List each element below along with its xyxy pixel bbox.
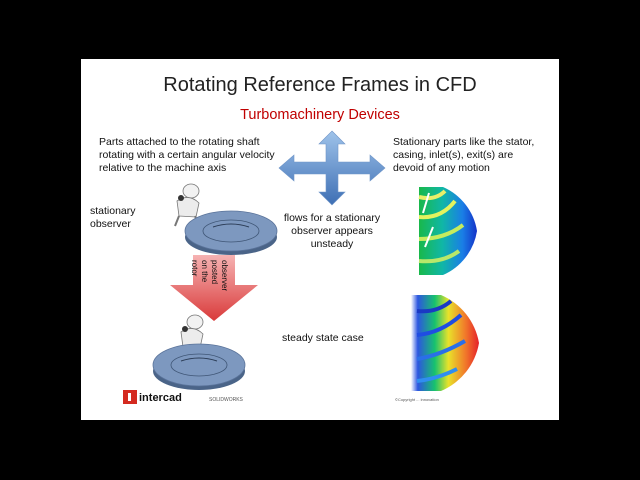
intercad-logo-text: intercad xyxy=(139,392,182,404)
rotating-parts-text: Parts attached to the rotating shaft rot… xyxy=(99,136,275,174)
slide-subtitle: Turbomachinery Devices xyxy=(240,107,400,123)
observer-rotor-label: rotor on the posted observer xyxy=(190,260,229,291)
solidworks-logo: SOLIDWORKS xyxy=(209,397,243,403)
steady-state-text: steady state case xyxy=(282,332,364,344)
arrow-label-line-1: rotor xyxy=(190,260,199,277)
stationary-observer-label: stationary observer xyxy=(90,205,136,230)
arrow-label-line-2: on the xyxy=(200,260,209,283)
stationary-observer-figure xyxy=(174,183,200,227)
unsteady-flow-text: flows for a stationary observer appears … xyxy=(283,212,381,250)
rotating-observer-figure xyxy=(179,314,204,360)
arrow-label-line-4: observer xyxy=(220,260,229,291)
cfd-steady-image xyxy=(411,295,479,391)
intercad-logo-icon xyxy=(123,390,137,404)
down-arrow-icon xyxy=(170,255,258,321)
cfd-unsteady-image xyxy=(418,187,477,275)
four-way-arrow-icon xyxy=(278,130,386,206)
slide-title: Rotating Reference Frames in CFD xyxy=(163,74,477,96)
copyright-text: ©Copyright ... innovation xyxy=(395,397,439,402)
rotor-disc-bottom xyxy=(152,343,246,390)
arrow-label-line-3: posted xyxy=(210,260,219,284)
slide: Rotating Reference Frames in CFD Turboma… xyxy=(81,59,559,420)
rotor-disc-top xyxy=(184,210,278,255)
stationary-parts-text: Stationary parts like the stator, casing… xyxy=(393,136,535,174)
